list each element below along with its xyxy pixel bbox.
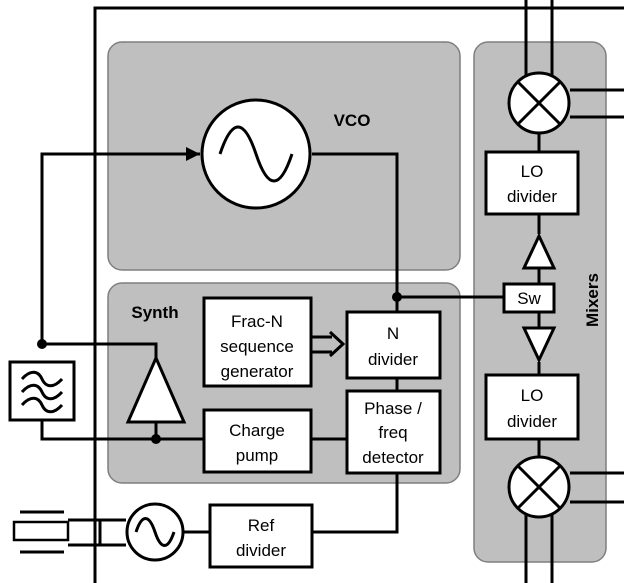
ref-divider-line-1: Ref (248, 516, 275, 535)
phase-detector-block (345, 389, 442, 475)
oscillator-icon (200, 98, 312, 210)
charge-pump-block (202, 408, 313, 474)
frac-n-line-2: sequence (220, 337, 294, 356)
frac-n-block (202, 296, 313, 388)
synth-title: Synth (131, 303, 178, 322)
frac-n-line-3: generator (221, 362, 294, 381)
vco-title: VCO (334, 111, 371, 130)
crystal-icon (12, 510, 70, 554)
switch-label: Sw (517, 289, 541, 308)
lo-divider-bottom-block (484, 373, 580, 441)
n-divider-line-2: divider (368, 350, 418, 369)
lo-divider-top-block (484, 150, 580, 216)
n-divider-line-1: N (387, 324, 399, 343)
lo-divider-top-line-1: LO (521, 162, 544, 181)
charge-pump-line-1: Charge (229, 421, 285, 440)
crystal-wire (68, 518, 126, 547)
ref-to-pfd-wire (312, 473, 399, 534)
switch-block (502, 282, 556, 314)
mixer-icon (507, 455, 571, 519)
junction-dot (392, 292, 402, 302)
lo-divider-bottom-line-2: divider (507, 412, 557, 431)
junction-dot (37, 339, 47, 349)
filter-bottom-wire (40, 420, 204, 441)
vco-output-wire (312, 152, 399, 312)
phase-detector-line-3: detector (362, 448, 424, 467)
frac-n-line-1: Frac-N (231, 312, 283, 331)
junction-dot (151, 434, 161, 444)
vco-tune-wire (40, 152, 200, 344)
ref-divider-line-2: divider (236, 541, 286, 560)
fracn-arrowhead (328, 330, 346, 358)
vco-tune-arrow (186, 147, 200, 161)
amplifier-icon (125, 354, 187, 424)
chip-outline (93, 6, 624, 583)
loop-filter-icon (8, 360, 76, 422)
buffer-triangle-icon (521, 232, 557, 270)
oscillator-icon (125, 502, 185, 562)
lo-divider-bottom-line-1: LO (521, 386, 544, 405)
buffer-triangle-icon (521, 326, 557, 364)
ref-divider-block (208, 503, 314, 569)
phase-detector-line-2: freq (378, 423, 407, 442)
lo-divider-top-line-2: divider (507, 187, 557, 206)
mixer-icon (507, 71, 571, 135)
n-divider-block (345, 310, 442, 380)
phase-detector-line-1: Phase / (364, 399, 422, 418)
filter-top-wire (42, 342, 158, 358)
mixers-title: Mixers (583, 273, 602, 327)
charge-pump-line-2: pump (236, 446, 279, 465)
